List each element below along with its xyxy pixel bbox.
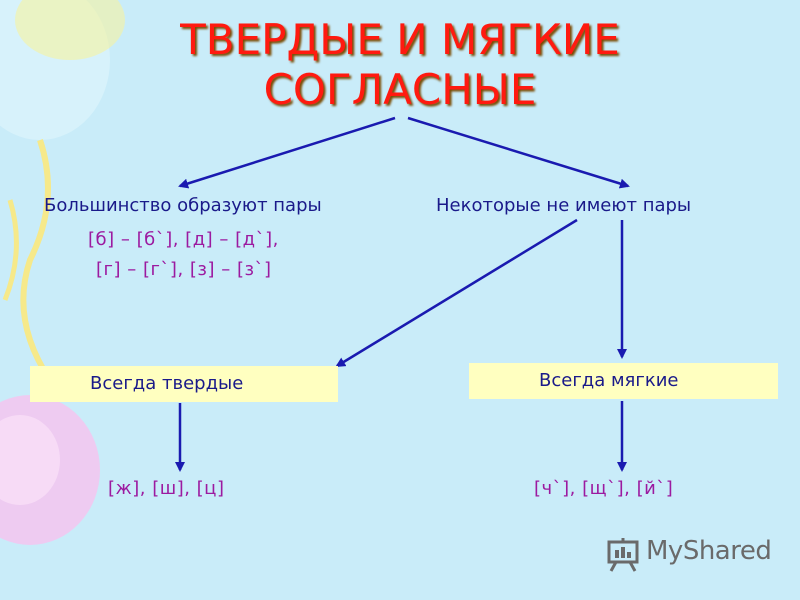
always-soft-box: Всегда мягкие [469,363,778,399]
watermark-text: MyShared [646,536,772,566]
always-hard-box: Всегда твердые [30,366,338,402]
no-pairs-label: Некоторые не имеют пары [436,195,692,216]
pairs-line-1: [б] – [б`], [д] – [д`], [88,229,279,250]
arrow-to-no-pairs [407,116,630,189]
title-line-2: СОГЛАСНЫЕ [263,65,537,114]
arrow-to-hard [335,218,578,368]
majority-pairs-label: Большинство образуют пары [44,195,322,216]
pairs-line-2: [г] – [г`], [з] – [з`] [96,259,272,280]
always-hard-label: Всегда твердые [90,373,244,394]
soft-examples: [ч`], [щ`], [й`] [534,478,674,499]
hard-examples: [ж], [ш], [ц] [108,478,225,499]
always-soft-label: Всегда мягкие [539,370,679,391]
arrow-to-pairs [178,116,396,189]
title-line-1: ТВЕРДЫЕ И МЯГКИЕ [180,15,620,64]
presentation-board-icon [607,538,639,572]
